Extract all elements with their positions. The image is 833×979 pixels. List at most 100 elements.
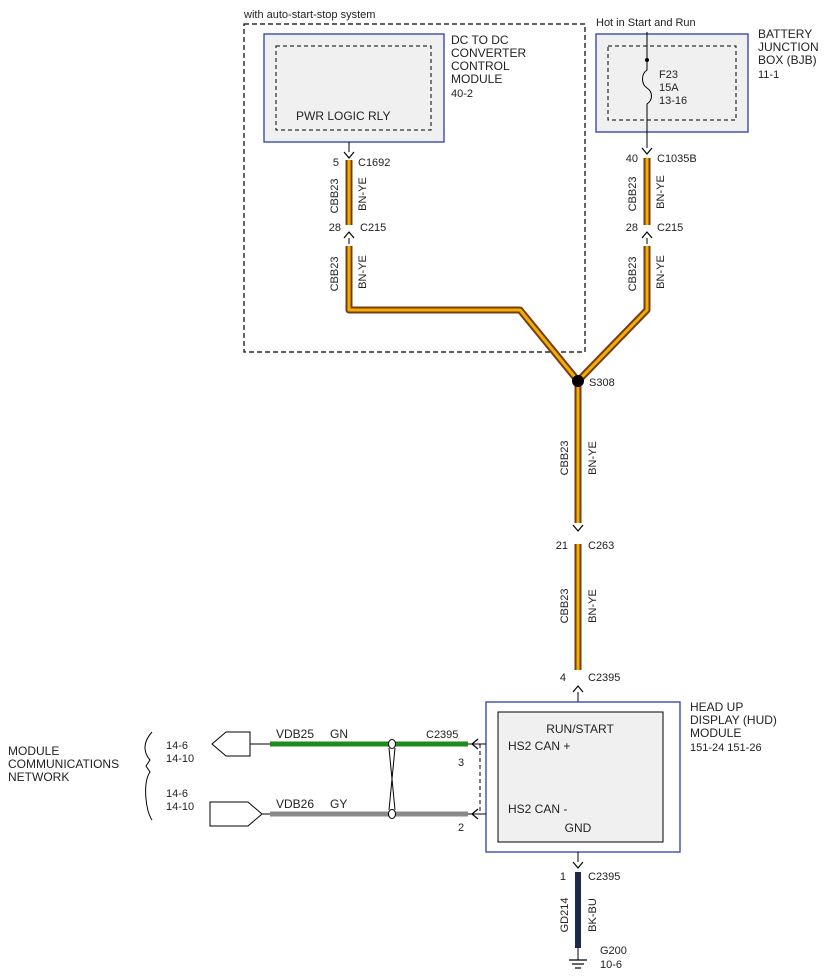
left-color-upper: BN-YE xyxy=(357,177,369,211)
bjb-title-1: BATTERY xyxy=(758,27,812,41)
hot-in-start-run-note: Hot in Start and Run xyxy=(596,17,696,29)
bjb-module: Hot in Start and Run F23 15A 13-16 BATTE… xyxy=(595,17,819,148)
dcdc-title-1: DC TO DC xyxy=(451,33,509,47)
right-circuit-lower: CBB23 xyxy=(627,257,639,292)
left-color-lower: BN-YE xyxy=(357,255,369,289)
left-wire-lower-inner xyxy=(347,246,580,382)
right-wire-lower-inner xyxy=(576,246,649,383)
hud-hs2-can-minus: HS2 CAN - xyxy=(508,802,567,816)
right-pin-mid: 28 xyxy=(626,222,638,234)
dcdc-module-box xyxy=(263,33,445,143)
c2395-power-connector-icon xyxy=(572,685,584,693)
hud-title-2: DISPLAY (HUD) xyxy=(690,713,777,727)
can-minus-ref-2: 14-10 xyxy=(166,801,194,813)
left-conn-top: C1692 xyxy=(358,157,390,169)
right-conn-mid: C215 xyxy=(657,222,683,234)
fuse-name: F23 xyxy=(659,69,678,81)
hud-gnd: GND xyxy=(565,821,592,835)
right-color-upper: BN-YE xyxy=(655,175,667,209)
c1035b-connector-icon xyxy=(641,147,653,155)
right-conn-top: C1035B xyxy=(657,153,697,165)
can-minus-offpage-connector-icon xyxy=(209,801,263,827)
ground-ref: 10-6 xyxy=(600,959,622,971)
dcdc-title-2: CONVERTER xyxy=(451,46,526,60)
left-branch-wire: 5 C1692 28 C215 CBB23 BN-YE CBB23 BN-YE xyxy=(329,142,581,384)
can-plus-ref-1: 14-6 xyxy=(166,740,188,752)
ground-conn: C2395 xyxy=(588,871,620,883)
can-conn-label: C2395 xyxy=(426,729,458,741)
c263-connector-icon xyxy=(572,524,584,532)
left-circuit-lower: CBB23 xyxy=(329,257,341,292)
can-minus-circuit: VDB26 xyxy=(276,797,314,811)
fuse-ref: 13-16 xyxy=(659,95,687,107)
can-plus-pin: 3 xyxy=(458,757,464,769)
left-pin-top: 5 xyxy=(333,157,339,169)
right-branch-wire: 40 C1035B 28 C215 CBB23 BN-YE CBB23 BN-Y… xyxy=(575,147,697,384)
twist-bottom-ring-icon xyxy=(388,809,396,819)
c2395-power-label: C2395 xyxy=(588,672,620,684)
can-plus-offpage-connector-icon xyxy=(211,731,251,757)
dcdc-ref: 40-2 xyxy=(451,88,473,100)
hud-title-1: HEAD UP xyxy=(690,700,743,714)
twist-line-b xyxy=(388,747,396,811)
c2395-power-pin: 4 xyxy=(560,672,566,684)
ground-circuit: GD214 xyxy=(559,898,571,933)
trunk-color-upper: BN-YE xyxy=(587,441,599,475)
trunk-circuit-upper: CBB23 xyxy=(559,441,571,476)
can-minus-pin-connector-icon xyxy=(471,808,479,820)
bjb-box xyxy=(595,33,749,133)
c2395-ground-connector-icon xyxy=(572,861,584,869)
dcdc-title-3: CONTROL xyxy=(451,59,510,73)
can-plus-ref-2: 14-10 xyxy=(166,753,194,765)
can-plus-pin-connector-icon xyxy=(471,738,479,750)
fuse-rating: 15A xyxy=(659,82,679,94)
fuse-terminal-top xyxy=(645,58,649,62)
dcdc-module: PWR LOGIC RLY DC TO DC CONVERTER CONTROL… xyxy=(263,33,526,143)
c215-right-connector-icon xyxy=(641,231,653,239)
network-label-2: COMMUNICATIONS xyxy=(8,757,119,771)
network-label-3: NETWORK xyxy=(8,770,69,784)
bjb-title-2: JUNCTION xyxy=(758,40,819,54)
auto-start-stop-note: with auto-start-stop system xyxy=(243,9,375,21)
hud-run-start: RUN/START xyxy=(546,722,614,736)
c263-label: C263 xyxy=(588,540,614,552)
ground-id: G200 xyxy=(600,945,627,957)
trunk-circuit-lower: CBB23 xyxy=(559,589,571,624)
left-wire-lower-outer xyxy=(345,246,581,384)
can-bus-wires: VDB25 GN VDB26 GY C2395 3 2 xyxy=(270,727,486,834)
pwr-logic-rly-label: PWR LOGIC RLY xyxy=(296,109,390,123)
bjb-ref: 11-1 xyxy=(758,69,779,81)
fuse-f23-icon xyxy=(642,62,652,108)
c215-left-connector-icon xyxy=(343,231,355,239)
left-conn-mid: C215 xyxy=(360,222,386,234)
twist-top-ring-icon xyxy=(388,739,396,749)
hud-ref: 151-24 151-26 xyxy=(690,742,762,754)
can-minus-ref-1: 14-6 xyxy=(166,788,188,800)
can-minus-color: GY xyxy=(330,797,347,811)
network-label-1: MODULE xyxy=(8,744,59,758)
can-plus-circuit: VDB25 xyxy=(276,727,314,741)
c1692-connector-icon xyxy=(343,151,355,159)
trunk-wire: S308 CBB23 BN-YE CBB23 BN-YE 21 C263 4 C… xyxy=(556,375,620,702)
dcdc-internal-relay-box xyxy=(275,45,432,131)
splice-s308-icon xyxy=(572,375,584,387)
hud-hs2-can-plus: HS2 CAN + xyxy=(508,739,570,753)
can-plus-color: GN xyxy=(330,727,348,741)
splice-label: S308 xyxy=(589,377,615,389)
ground-pin: 1 xyxy=(560,871,566,883)
trunk-color-lower: BN-YE xyxy=(587,589,599,623)
ground-color: BK-BU xyxy=(587,898,599,932)
module-communications-network: MODULE COMMUNICATIONS NETWORK 14-6 14-10… xyxy=(8,731,270,827)
network-brace-icon xyxy=(144,731,153,821)
c263-pin: 21 xyxy=(556,540,568,552)
right-color-lower: BN-YE xyxy=(655,255,667,289)
bjb-title-3: BOX (BJB) xyxy=(758,53,817,67)
dcdc-title-4: MODULE xyxy=(451,72,502,86)
bjb-fuse-area xyxy=(607,45,737,121)
ground-wire: 1 C2395 GD214 BK-BU G200 10-6 xyxy=(559,852,627,971)
right-circuit-upper: CBB23 xyxy=(627,177,639,212)
auto-start-stop-boundary xyxy=(243,23,586,353)
hud-inner-box xyxy=(497,711,664,843)
